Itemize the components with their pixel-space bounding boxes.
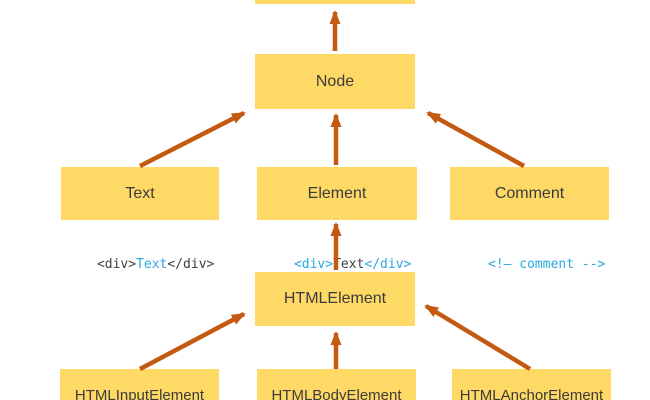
box-label: Text [125,184,155,202]
arrow-htmlinputelement-to-htmlelement [138,312,246,371]
diagram-box-htmlelement: HTMLElement [255,272,415,326]
code-segment: <div> [293,257,334,272]
box-label: Comment [494,184,565,202]
diagram-box-top-clipped [255,0,415,4]
code-segment: </div> [364,257,412,272]
code-segment: </div> [167,257,215,272]
code-segment: Text [136,257,168,272]
box-label: Element [307,184,367,202]
code-segment: <div> [96,257,137,272]
box-label: Node [315,72,355,90]
box-label: HTMLElement [283,290,387,307]
diagram-box-element: Element [257,167,417,220]
diagram-box-htmlinputelement: HTMLInputElement [60,369,219,400]
code-segment: Text [333,257,365,272]
diagram-box-comment: Comment [450,167,609,220]
box-label: HTMLAnchorElement [459,387,604,400]
code-sample-text-node: <div>Text</div> [62,238,218,272]
arrow-comment-to-node [426,111,526,168]
code-sample-comment-node: <!– comment --> [453,238,609,272]
diagram-box-htmlbodyelement: HTMLBodyElement [257,369,416,400]
diagram-box-text: Text [61,167,219,220]
arrow-text-to-node [138,110,246,169]
diagram-box-node: Node [255,54,415,109]
arrow-htmlanchorelement-to-htmlelement [424,304,532,371]
code-segment: <!– comment --> [487,257,606,272]
box-label: HTMLInputElement [74,387,205,400]
code-sample-element-node: <div>Text</div> [259,238,415,272]
diagram-box-htmlanchorelement: HTMLAnchorElement [452,369,611,400]
box-label: HTMLBodyElement [271,387,402,400]
